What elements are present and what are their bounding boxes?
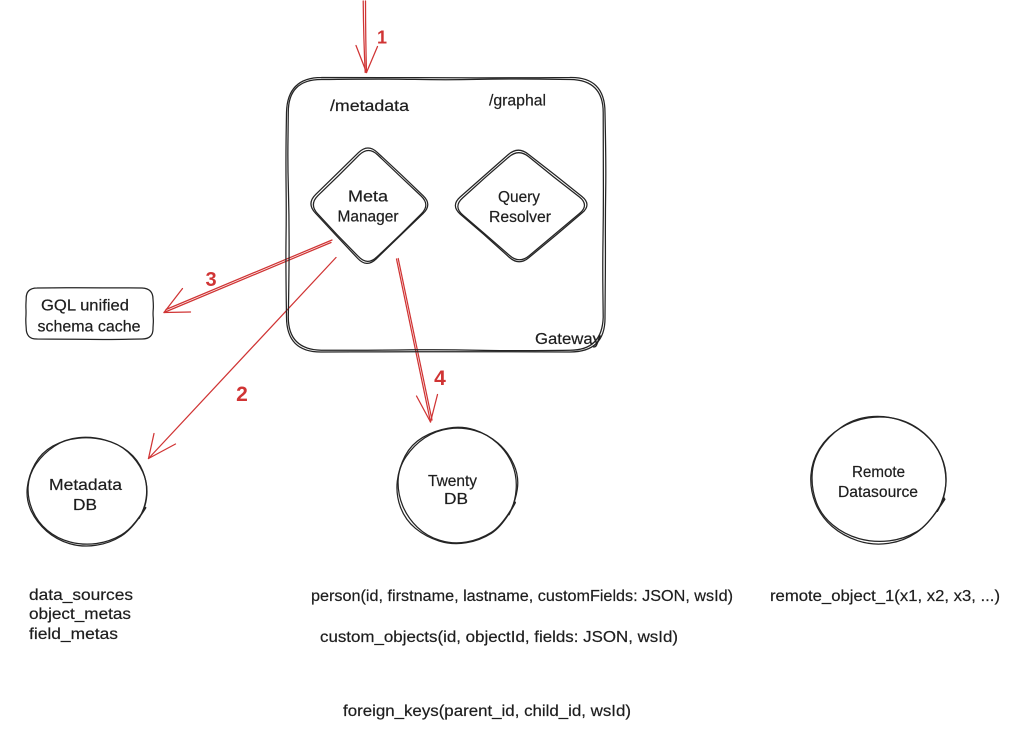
svg-text:/graphal: /graphal [489, 93, 546, 110]
svg-text:person(id, firstname, lastname: person(id, firstname, lastname, customFi… [311, 588, 733, 605]
svg-text:schema cache: schema cache [38, 319, 141, 336]
svg-text:foreign_keys(parent_id, child_: foreign_keys(parent_id, child_id, wsId) [343, 703, 631, 720]
svg-text:Gateway: Gateway [535, 331, 601, 348]
svg-text:data_sources: data_sources [29, 587, 133, 604]
svg-text:/metadata: /metadata [330, 98, 409, 115]
svg-text:Manager: Manager [338, 209, 399, 226]
svg-text:Remote: Remote [852, 464, 905, 481]
svg-text:4: 4 [434, 367, 446, 390]
svg-text:Query: Query [498, 189, 540, 206]
svg-text:Twenty: Twenty [428, 473, 477, 490]
svg-text:Datasource: Datasource [838, 484, 918, 501]
svg-text:2: 2 [236, 383, 248, 406]
svg-text:3: 3 [205, 269, 216, 291]
svg-text:Meta: Meta [348, 189, 388, 206]
svg-text:Metadata: Metadata [49, 477, 122, 494]
svg-text:custom_objects(id, objectId, f: custom_objects(id, objectId, fields: JSO… [320, 629, 678, 646]
svg-text:remote_object_1(x1, x2, x3, ..: remote_object_1(x1, x2, x3, ...) [770, 588, 1000, 605]
svg-text:DB: DB [444, 491, 468, 508]
svg-text:field_metas: field_metas [29, 626, 118, 643]
svg-text:Resolver: Resolver [489, 209, 551, 226]
svg-text:DB: DB [73, 497, 97, 514]
svg-text:1: 1 [377, 28, 387, 48]
svg-text:GQL unified: GQL unified [41, 298, 129, 315]
svg-text:object_metas: object_metas [29, 606, 131, 623]
